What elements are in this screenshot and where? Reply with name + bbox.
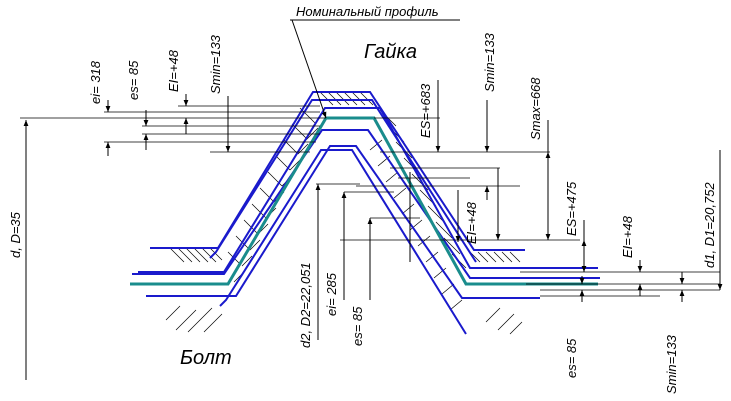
d-D-dimension: d, D=35 [8, 211, 23, 258]
d1-D1-dimension: d1, D1=20,752 [702, 182, 717, 268]
nut-label: Гайка [364, 41, 417, 63]
bolt-lower-profile [146, 145, 540, 299]
nut-inner-profile [138, 107, 598, 273]
nut-root-profile [209, 99, 477, 263]
Smin-right-dimension: Smin=133 [482, 32, 497, 92]
d2-D2-dimension: d2, D2=22,051 [298, 262, 313, 348]
EI-right-dimension: EI=+48 [620, 215, 635, 258]
bolt-root-profile [219, 149, 467, 335]
ES-nut-top-dimension: ES=+683 [418, 83, 433, 138]
Smin-top-dimension: Smin=133 [208, 34, 223, 94]
tolerance-profiles [132, 91, 600, 335]
nut-outer-profile [150, 91, 525, 251]
extension-lines [20, 105, 720, 297]
Smin-bottom-dimension: Smin=133 [664, 334, 679, 394]
ES-middle-dimension: ES=+475 [564, 181, 579, 236]
es-top-dimension: es= 85 [126, 60, 141, 100]
dimension-lines [23, 80, 723, 380]
bolt-upper-profile [132, 129, 600, 279]
nominal-profile-label: Номинальный профиль [296, 4, 439, 19]
bolt-label: Болт [180, 347, 232, 369]
labels: Номинальный профиль Гайка Болт d, D=35 e… [8, 4, 717, 394]
nominal-profile [130, 116, 598, 286]
ei-top-dimension: ei= 318 [88, 60, 103, 104]
es-right-bottom-dimension: es= 85 [564, 338, 579, 378]
es-bottom-dimension: es= 85 [350, 306, 365, 346]
EI-middle-dimension: EI=+48 [464, 201, 479, 244]
ei-bottom-dimension: ei= 285 [324, 272, 339, 316]
nominal-profile-leader [290, 19, 460, 119]
Smax-dimension: Smax=668 [528, 77, 543, 140]
EI-top-dimension: EI=+48 [166, 49, 181, 92]
